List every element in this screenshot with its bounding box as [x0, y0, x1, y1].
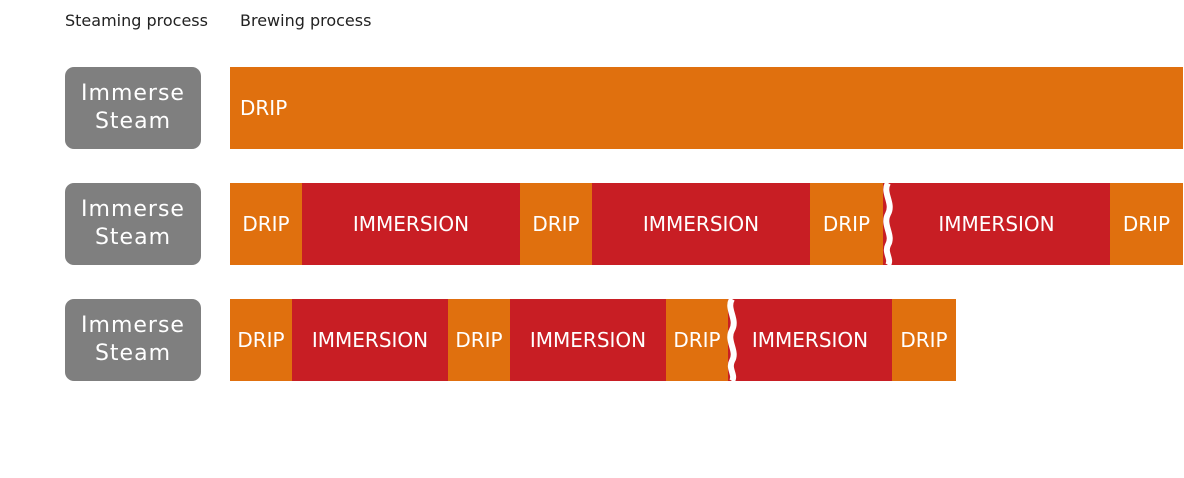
immersion-segment: IMMERSION: [728, 299, 892, 381]
drip-segment: DRIP: [448, 299, 510, 381]
drip-segment: DRIP: [230, 299, 292, 381]
steam-label-line-2: Steam: [94, 225, 172, 250]
steam-label-line-1: Immerse: [81, 313, 185, 338]
immersion-segment: IMMERSION: [883, 183, 1110, 265]
steaming-process-header: Steaming process: [65, 11, 208, 30]
steam-box: Immerse Steam: [65, 183, 201, 265]
steam-label-line-1: Immerse: [81, 197, 185, 222]
drip-segment: DRIP: [230, 67, 1183, 149]
drip-segment: DRIP: [230, 183, 302, 265]
steam-box: Immerse Steam: [65, 299, 201, 381]
brewing-process-header: Brewing process: [240, 11, 372, 30]
process-row-1: Immerse Steam DRIP: [0, 66, 1184, 150]
timeline-break-mark: [883, 183, 893, 265]
drip-segment: DRIP: [520, 183, 592, 265]
immersion-segment: IMMERSION: [510, 299, 666, 381]
drip-segment: DRIP: [1110, 183, 1183, 265]
immersion-segment: IMMERSION: [292, 299, 448, 381]
brewing-track: DRIP: [230, 67, 1183, 149]
drip-segment: DRIP: [666, 299, 728, 381]
timeline-break-mark: [727, 299, 737, 381]
steam-label-line-1: Immerse: [81, 81, 185, 106]
drip-segment: DRIP: [810, 183, 883, 265]
steam-label-line-2: Steam: [94, 109, 172, 134]
drip-segment: DRIP: [892, 299, 956, 381]
steam-box: Immerse Steam: [65, 67, 201, 149]
immersion-segment: IMMERSION: [302, 183, 520, 265]
immersion-segment: IMMERSION: [592, 183, 810, 265]
steam-label-line-2: Steam: [94, 341, 172, 366]
